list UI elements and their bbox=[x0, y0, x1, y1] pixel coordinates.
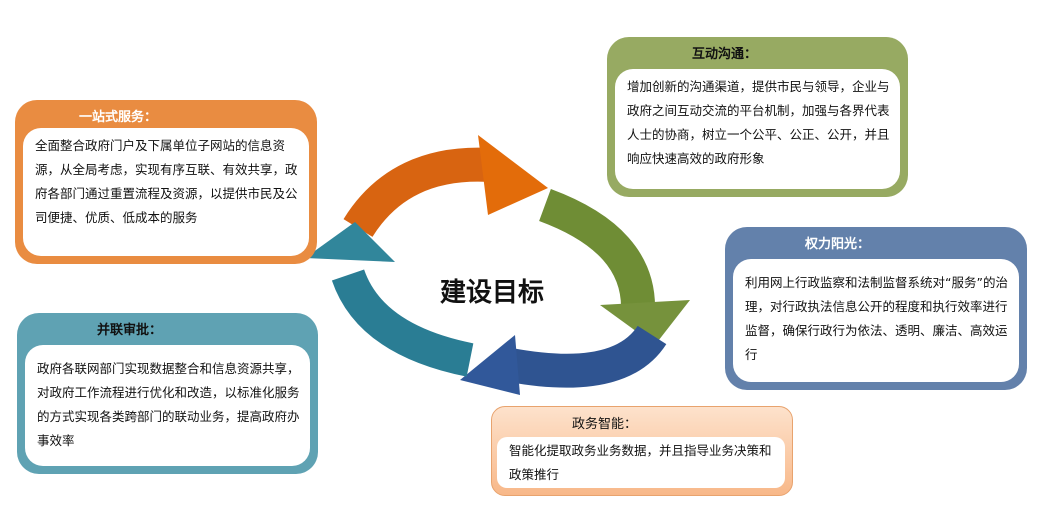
card-title: 一站式服务： bbox=[79, 110, 158, 125]
card-parallel-approval: 并联审批： 政府各联网部门实现数据整合和信息资源共享，对政府工作流程进行优化和改… bbox=[17, 313, 318, 474]
card-text: 全面整合政府门户及下属单位子网站的信息资源，从全局考虑，实现有序互联、有效共享，… bbox=[23, 128, 309, 256]
teal-arrow bbox=[305, 222, 474, 377]
card-interactive-communication: 互动沟通： 增加创新的沟通渠道，提供市民与领导，企业与政府之间互动交流的平台机制… bbox=[607, 37, 908, 197]
card-text: 利用网上行政监察和法制监督系统对“服务”的治理，对行政执法信息公开的程度和执行效… bbox=[733, 259, 1019, 382]
green-arrow bbox=[538, 189, 690, 345]
card-text: 智能化提取政务业务数据，并且指导业务决策和政策推行 bbox=[497, 437, 785, 488]
card-text: 政府各联网部门实现数据整合和信息资源共享，对政府工作流程进行优化和改造，以标准化… bbox=[25, 345, 310, 466]
card-one-stop-service: 一站式服务： 全面整合政府门户及下属单位子网站的信息资源，从全局考虑，实现有序互… bbox=[15, 100, 317, 264]
card-title: 政务智能： bbox=[572, 417, 638, 432]
orange-arrow bbox=[343, 135, 548, 238]
card-government-intelligence: 政务智能： 智能化提取政务业务数据，并且指导业务决策和政策推行 bbox=[491, 406, 793, 496]
card-text: 增加创新的沟通渠道，提供市民与领导，企业与政府之间互动交流的平台机制，加强与各界… bbox=[615, 69, 900, 189]
center-label: 建设目标 bbox=[440, 278, 545, 308]
blue-arrow bbox=[460, 324, 667, 395]
card-title: 并联审批： bbox=[97, 323, 163, 338]
card-title: 权力阳光： bbox=[805, 237, 871, 252]
card-title: 互动沟通： bbox=[692, 47, 758, 62]
card-power-sunshine: 权力阳光： 利用网上行政监察和法制监督系统对“服务”的治理，对行政执法信息公开的… bbox=[725, 227, 1027, 390]
